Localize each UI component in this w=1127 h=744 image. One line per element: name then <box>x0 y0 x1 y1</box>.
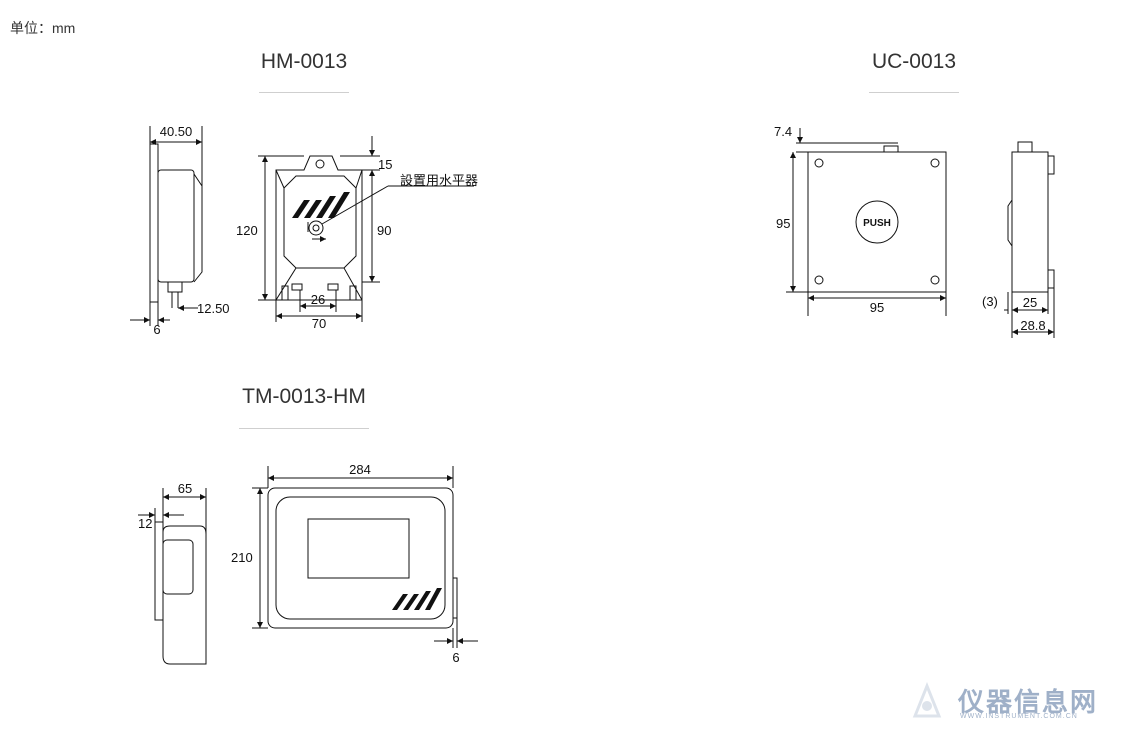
unit-label: 单位：mm <box>10 20 76 36</box>
title-tm-0013-hm: TM-0013-HM <box>242 385 366 408</box>
hm-level-callout: 設置用水平器 <box>400 173 478 188</box>
uc-dim-depth-total: 28.8 <box>1020 318 1045 333</box>
hm-side-view <box>130 126 203 326</box>
uc-push-button-label: PUSH <box>863 218 891 229</box>
tm-display-screen <box>307 518 410 579</box>
hm-dim-body-height: 90 <box>377 223 391 238</box>
uc-dim-depth: 25 <box>1023 295 1037 310</box>
tm-side-view <box>138 488 207 665</box>
tm-dim-width: 284 <box>349 462 371 477</box>
uc-dim-height: 95 <box>776 216 790 231</box>
hm-dim-height: 120 <box>236 223 258 238</box>
uc-dim-width: 95 <box>870 300 884 315</box>
tm-dim-depth: 65 <box>178 481 192 496</box>
watermark-text: 仪器信息网 <box>958 687 1099 717</box>
title-rule-uc <box>869 92 959 93</box>
hm-dim-depth-lower: 12.50 <box>197 301 230 316</box>
hm-dim-flange: 6 <box>153 322 160 337</box>
tm-front-view <box>252 466 478 648</box>
tm-dim-flange: 12 <box>138 516 152 531</box>
title-rule-hm <box>259 92 349 93</box>
iai-logo-icon <box>292 192 350 218</box>
hm-front-view <box>258 136 474 322</box>
uc-dim-offset: (3) <box>982 294 998 309</box>
hm-dim-depth: 40.50 <box>160 124 193 139</box>
uc-side-view <box>1004 141 1055 338</box>
title-uc-0013: UC-0013 <box>871 50 957 73</box>
uc-dim-top: 7.4 <box>774 124 792 139</box>
uc-front-view <box>786 128 947 316</box>
watermark-sub: WWW.INSTRUMENT.COM.CN <box>960 713 1078 720</box>
title-hm-0013: HM-0013 <box>260 50 348 73</box>
hm-dim-slot-pitch: 26 <box>311 292 325 307</box>
hm-dim-top: 15 <box>378 157 392 172</box>
title-rule-tm <box>239 428 369 429</box>
iai-logo-icon <box>392 588 442 610</box>
tm-dim-height: 210 <box>231 550 253 565</box>
tm-dim-side: 6 <box>452 650 459 665</box>
watermark-logo-icon <box>912 681 942 718</box>
hm-dim-width: 70 <box>312 316 326 331</box>
